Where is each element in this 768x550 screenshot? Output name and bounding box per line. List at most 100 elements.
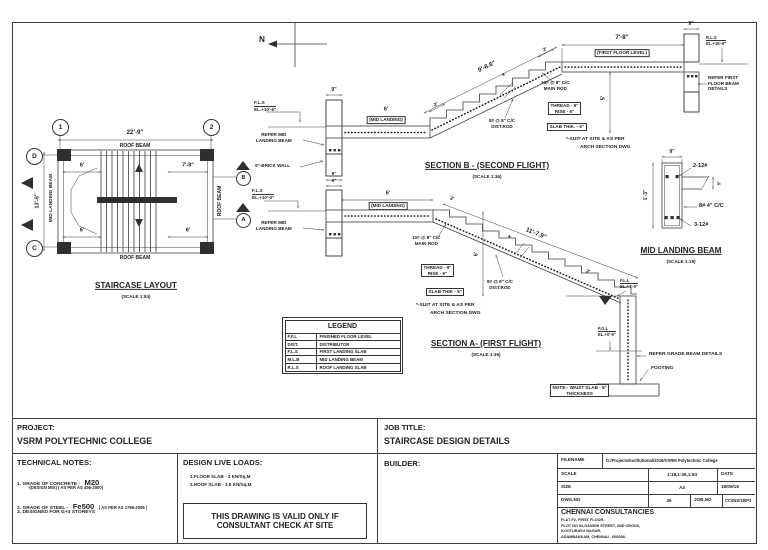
sa-fgl: F.G.L xyxy=(598,326,616,333)
technical-note-1-sub: -(DESIGN MIX) ( AS PER AS 456-2000) xyxy=(28,485,104,490)
legend-desc: MID LANDING BEAM xyxy=(319,357,363,363)
sb-refer-mid-1: REFER MID xyxy=(261,132,287,137)
section-a-title: SECTION A- (FIRST FLIGHT) xyxy=(430,338,542,348)
sa-waist-note-2: THICKNESS xyxy=(566,390,593,396)
sa-break-star: * xyxy=(508,235,511,242)
project-label: PROJECT: xyxy=(17,423,55,432)
live-load-2: 2.ROOF SLAB - 1.5 KN/Sq.M xyxy=(190,482,252,487)
sb-main-rod-2: MAIN ROD xyxy=(543,85,567,91)
scale-value: 1:18,1:36,1:84 xyxy=(666,472,698,478)
sb-suit-note-1: *-SUIT AT SITE & AS PER xyxy=(566,137,625,142)
sb-thread: THREAD - 9" xyxy=(550,103,579,108)
sa-dim-height: 6' xyxy=(473,251,480,257)
sb-dist-rod: 8# @ 8" C/C DIST.ROD xyxy=(489,118,515,129)
info-table-line xyxy=(690,494,691,507)
plan-roof-beam-bottom: ROOF BEAM xyxy=(119,254,151,261)
plan-mid-landing-beam: MID LANDING BEAM xyxy=(48,173,54,223)
sb-refer-first-1: REFER FIRST xyxy=(708,75,739,80)
beam-stirrups: 8# 4" C/C xyxy=(699,203,724,209)
sb-rls-label: R.L.S EL.+15'-9" xyxy=(706,35,727,47)
note2-text: 2. GRADE OF STEEL - xyxy=(17,506,69,511)
sb-suit-note-2: ARCH SECTION DWG xyxy=(580,145,631,150)
live-load-1: 1.FLOOR SLAB - 3 KN/Sq.M xyxy=(190,474,251,479)
titleblock-divider xyxy=(177,453,178,543)
sb-dist-rod-2: DIST.ROD xyxy=(491,123,513,129)
legend-desc: DISTRIBUTOR xyxy=(319,341,350,347)
grid-bubble-c: C xyxy=(26,240,43,257)
sb-thread-rise-box: THREAD - 9" RISE - 6" xyxy=(548,102,581,116)
sa-thread: THREAD - 9" xyxy=(423,265,452,270)
plan-dim-overall-height: 13'-6" xyxy=(34,193,41,209)
plan-dim-landing-bottom: 6' xyxy=(185,227,191,234)
date-value: 18/09/18 xyxy=(721,484,739,489)
filename-label: FILENAME xyxy=(561,457,585,462)
sa-dist-rod: 8# @ 8" C/C DIST.ROD xyxy=(487,279,513,290)
sa-waist-note-1: NOTE:- WAIST SLAB - 5" xyxy=(552,385,607,390)
legend-desc: ROOF LANDING SLAB xyxy=(319,364,367,370)
grid-bubble-1: 1 xyxy=(52,119,69,136)
sa-main-rod: 10# @ 8" C/C MAIN ROD xyxy=(412,235,441,246)
sa-fls-label: F.L.S EL.+10'-0" xyxy=(252,188,275,200)
validity-line-2: CONSULTANT CHECK AT SITE xyxy=(216,521,334,530)
company-addr-2: PLOT NO 34,GANDHI STREET, 2ND CROSS, xyxy=(561,523,641,528)
legend-desc: FINISHED FLOOR LEVEL xyxy=(319,334,372,340)
sb-mid-landing-label: (MID LANDING) xyxy=(366,116,406,124)
sb-break-star: * xyxy=(502,73,505,80)
sb-rls-el: EL.+15'-9" xyxy=(706,41,727,47)
beam-dim-slab: 5" xyxy=(716,180,722,186)
sa-fgl-label: F.G.L EL.+0'-0" xyxy=(598,326,616,338)
plan-dim-landing-top: 7'-8" xyxy=(181,162,195,169)
sa-refer-mid-1: REFER MID xyxy=(261,220,287,225)
job-title-label: JOB TITLE: xyxy=(384,423,426,432)
north-label: N xyxy=(259,35,265,44)
sa-refer-mid-2: LANDING BEAM xyxy=(256,225,292,231)
live-loads-heading: DESIGN LIVE LOADS: xyxy=(183,458,263,467)
company-addr-3: KOOTURAVU NAGAR, xyxy=(561,529,602,533)
beam-detail-linework xyxy=(653,157,713,229)
titleblock-divider xyxy=(377,418,378,543)
legend-abbr: R.L.S xyxy=(286,363,317,371)
section-b-scale: (SCALE 1:36) xyxy=(472,174,502,180)
size-value: A3 xyxy=(679,485,685,491)
beam-detail-title: MID LANDING BEAM xyxy=(640,245,722,255)
section-a-linework xyxy=(264,186,660,397)
titleblock-divider xyxy=(12,453,756,454)
sa-footing: FOOTING xyxy=(651,366,674,371)
plan-scale: (SCALE 1:84) xyxy=(121,294,151,300)
legend-abbr: F.L.S xyxy=(286,348,317,356)
sb-rise: RISE - 6" xyxy=(554,108,575,114)
sb-dist-rod-1: 8# @ 8" C/C xyxy=(489,118,516,123)
sb-rls: R.L.S xyxy=(706,35,727,42)
sa-dim-landing: 6' xyxy=(385,190,391,197)
section-marker-a: A xyxy=(236,212,251,228)
beam-detail-scale: (SCALE 1:18) xyxy=(666,259,696,265)
dwg-no-value: 26 xyxy=(666,498,672,504)
sb-refer-mid-2: LANDING BEAM xyxy=(256,137,292,143)
drawing-linework xyxy=(21,22,748,397)
sa-fll-el: EL.+4'-0" xyxy=(620,284,638,290)
size-label: SIZE xyxy=(561,484,572,489)
legend-abbr: F.F.L xyxy=(286,333,317,341)
sb-refer-first-2: FLOOR BEAM xyxy=(708,80,739,86)
sa-mid-landing-label: (MID LANDING) xyxy=(368,202,408,210)
sa-fll-label: F.L.L EL.+4'-0" xyxy=(620,278,638,290)
sa-fgl-el: EL.+0'-0" xyxy=(598,332,616,338)
validity-line-1: THIS DRAWING IS VALID ONLY IF xyxy=(211,512,339,521)
beam-dim-depth: 1'-3" xyxy=(642,189,649,201)
info-table-line xyxy=(557,468,755,469)
sb-dim-height: 5' xyxy=(600,95,607,101)
technical-note-2: 2. GRADE OF STEEL - Fe500 ( AS PER AS 17… xyxy=(17,495,147,515)
company-addr-1: FLAT F2, FIRST FLOOR, xyxy=(561,518,605,522)
sa-fll: F.L.L xyxy=(620,278,638,285)
sa-fls: F.L.S xyxy=(252,188,275,195)
sb-main-rod-1: 10# @ 8" C/C xyxy=(541,80,570,85)
job-no-label: JOB.NO xyxy=(694,497,712,502)
plan-dim-flight-bottom: 6' xyxy=(79,227,85,234)
sa-fls-el: EL.+10'-0" xyxy=(252,194,275,200)
sa-refer-grade: REFER GRADE BEAM DETAILS xyxy=(649,352,723,357)
note2-code: ( AS PER AS 1786-2006 ) xyxy=(98,505,148,510)
legend-row: R.L.S ROOF LANDING SLAB xyxy=(286,363,400,371)
plan-dim-flight-top: 6' xyxy=(79,162,85,169)
legend-abbr: M.L.B xyxy=(286,356,317,363)
